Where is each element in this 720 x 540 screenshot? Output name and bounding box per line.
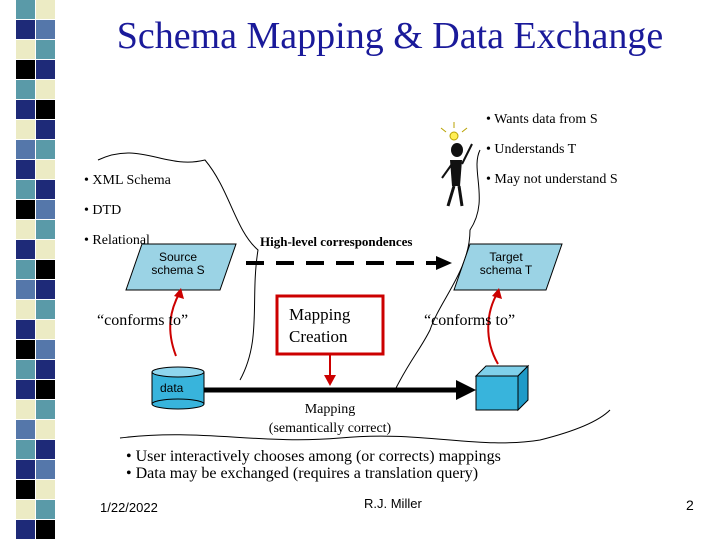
strip-square [16, 340, 35, 359]
conforms-to-left-label: “conforms to” [97, 312, 189, 329]
strip-square [16, 180, 35, 199]
user-note: • Wants data from S [486, 112, 598, 127]
strip-square [36, 260, 55, 279]
mapping-label: Mapping (semantically correct) [268, 402, 392, 436]
strip-square [16, 300, 35, 319]
strip-square [16, 200, 35, 219]
strip-square [36, 340, 55, 359]
strip-square [16, 240, 35, 259]
boundary-curve-left [97, 152, 259, 381]
strip-square [36, 120, 55, 139]
strip-square [16, 420, 35, 439]
summary-bullet: • Data may be exchanged (requires a tran… [126, 465, 479, 482]
strip-square [16, 0, 35, 19]
strip-square [36, 460, 55, 479]
strip-square [16, 260, 35, 279]
strip-square [36, 220, 55, 239]
user-figure [440, 122, 473, 207]
user-note: • May not understand S [486, 172, 618, 187]
boundary-curve-bottom [119, 409, 611, 444]
boundary-curve-right [394, 149, 481, 391]
strip-square [36, 140, 55, 159]
strip-square [36, 500, 55, 519]
strip-square [36, 20, 55, 39]
strip-square [36, 360, 55, 379]
footer-date: 1/22/2022 [100, 500, 158, 515]
strip-square [16, 220, 35, 239]
mapping-creation-box [275, 294, 385, 356]
strip-square [36, 160, 55, 179]
strip-square [36, 100, 55, 119]
data-label: data [160, 381, 184, 395]
strip-square [16, 320, 35, 339]
strip-square [16, 40, 35, 59]
summary-bullet: • User interactively chooses among (or c… [126, 448, 501, 465]
schema-types-list: • XML Schema • DTD • Relational [84, 158, 171, 263]
strip-square [36, 520, 55, 539]
strip-square [16, 440, 35, 459]
schema-type-item: • Relational [84, 233, 150, 248]
lightbulb-icon [449, 131, 459, 141]
source-schema-label: Source schema S [151, 250, 205, 277]
schema-type-item: • DTD [84, 203, 122, 218]
strip-square [16, 20, 35, 39]
strip-square [36, 40, 55, 59]
strip-square [36, 180, 55, 199]
strip-square [16, 480, 35, 499]
data-cylinder [151, 366, 205, 410]
strip-square [36, 280, 55, 299]
slide-title: Schema Mapping & Data Exchange [116, 15, 664, 57]
mapping-creation-label: Mapping Creation [289, 305, 351, 346]
conforms-to-right-label: “conforms to” [424, 312, 516, 329]
source-schema-shape [125, 243, 237, 291]
strip-square [16, 500, 35, 519]
high-level-correspondences-label: High-level correspondences [260, 234, 413, 249]
strip-square [36, 380, 55, 399]
user-note: • Understands T [486, 142, 577, 157]
strip-square [36, 300, 55, 319]
strip-square [36, 440, 55, 459]
strip-square [16, 380, 35, 399]
summary-bullets: • User interactively chooses among (or c… [126, 448, 501, 482]
strip-square [36, 320, 55, 339]
target-schema-shape [453, 243, 563, 291]
correspondence-arrowhead [436, 256, 452, 270]
strip-square [16, 460, 35, 479]
strip-square [16, 400, 35, 419]
mapping-down-arrowhead [324, 375, 336, 386]
strip-square [16, 280, 35, 299]
strip-square [36, 0, 55, 19]
conforms-arrow-right [487, 291, 499, 365]
strip-square [16, 120, 35, 139]
user-notes: • Wants data from S • Understands T • Ma… [486, 97, 618, 202]
strip-square [36, 200, 55, 219]
strip-square [16, 100, 35, 119]
schema-type-item: • XML Schema [84, 173, 171, 188]
slide-number: 2 [686, 497, 694, 513]
strip-square [36, 420, 55, 439]
strip-square [36, 80, 55, 99]
strip-square [16, 140, 35, 159]
strip-square [36, 60, 55, 79]
target-data-cube [474, 364, 530, 412]
conforms-arrowhead-right [492, 288, 502, 299]
strip-square [16, 60, 35, 79]
strip-square [36, 400, 55, 419]
footer-author: R.J. Miller [364, 496, 422, 511]
conforms-arrowhead-left [174, 288, 184, 299]
strip-square [16, 80, 35, 99]
strip-square [16, 360, 35, 379]
strip-square [16, 160, 35, 179]
strip-square [36, 480, 55, 499]
decorative-side-strip [16, 0, 55, 539]
target-schema-label: Target schema T [479, 250, 533, 277]
strip-square [36, 240, 55, 259]
conforms-arrow-left [169, 291, 181, 357]
mapping-arrowhead [456, 380, 476, 400]
strip-square [16, 520, 35, 539]
